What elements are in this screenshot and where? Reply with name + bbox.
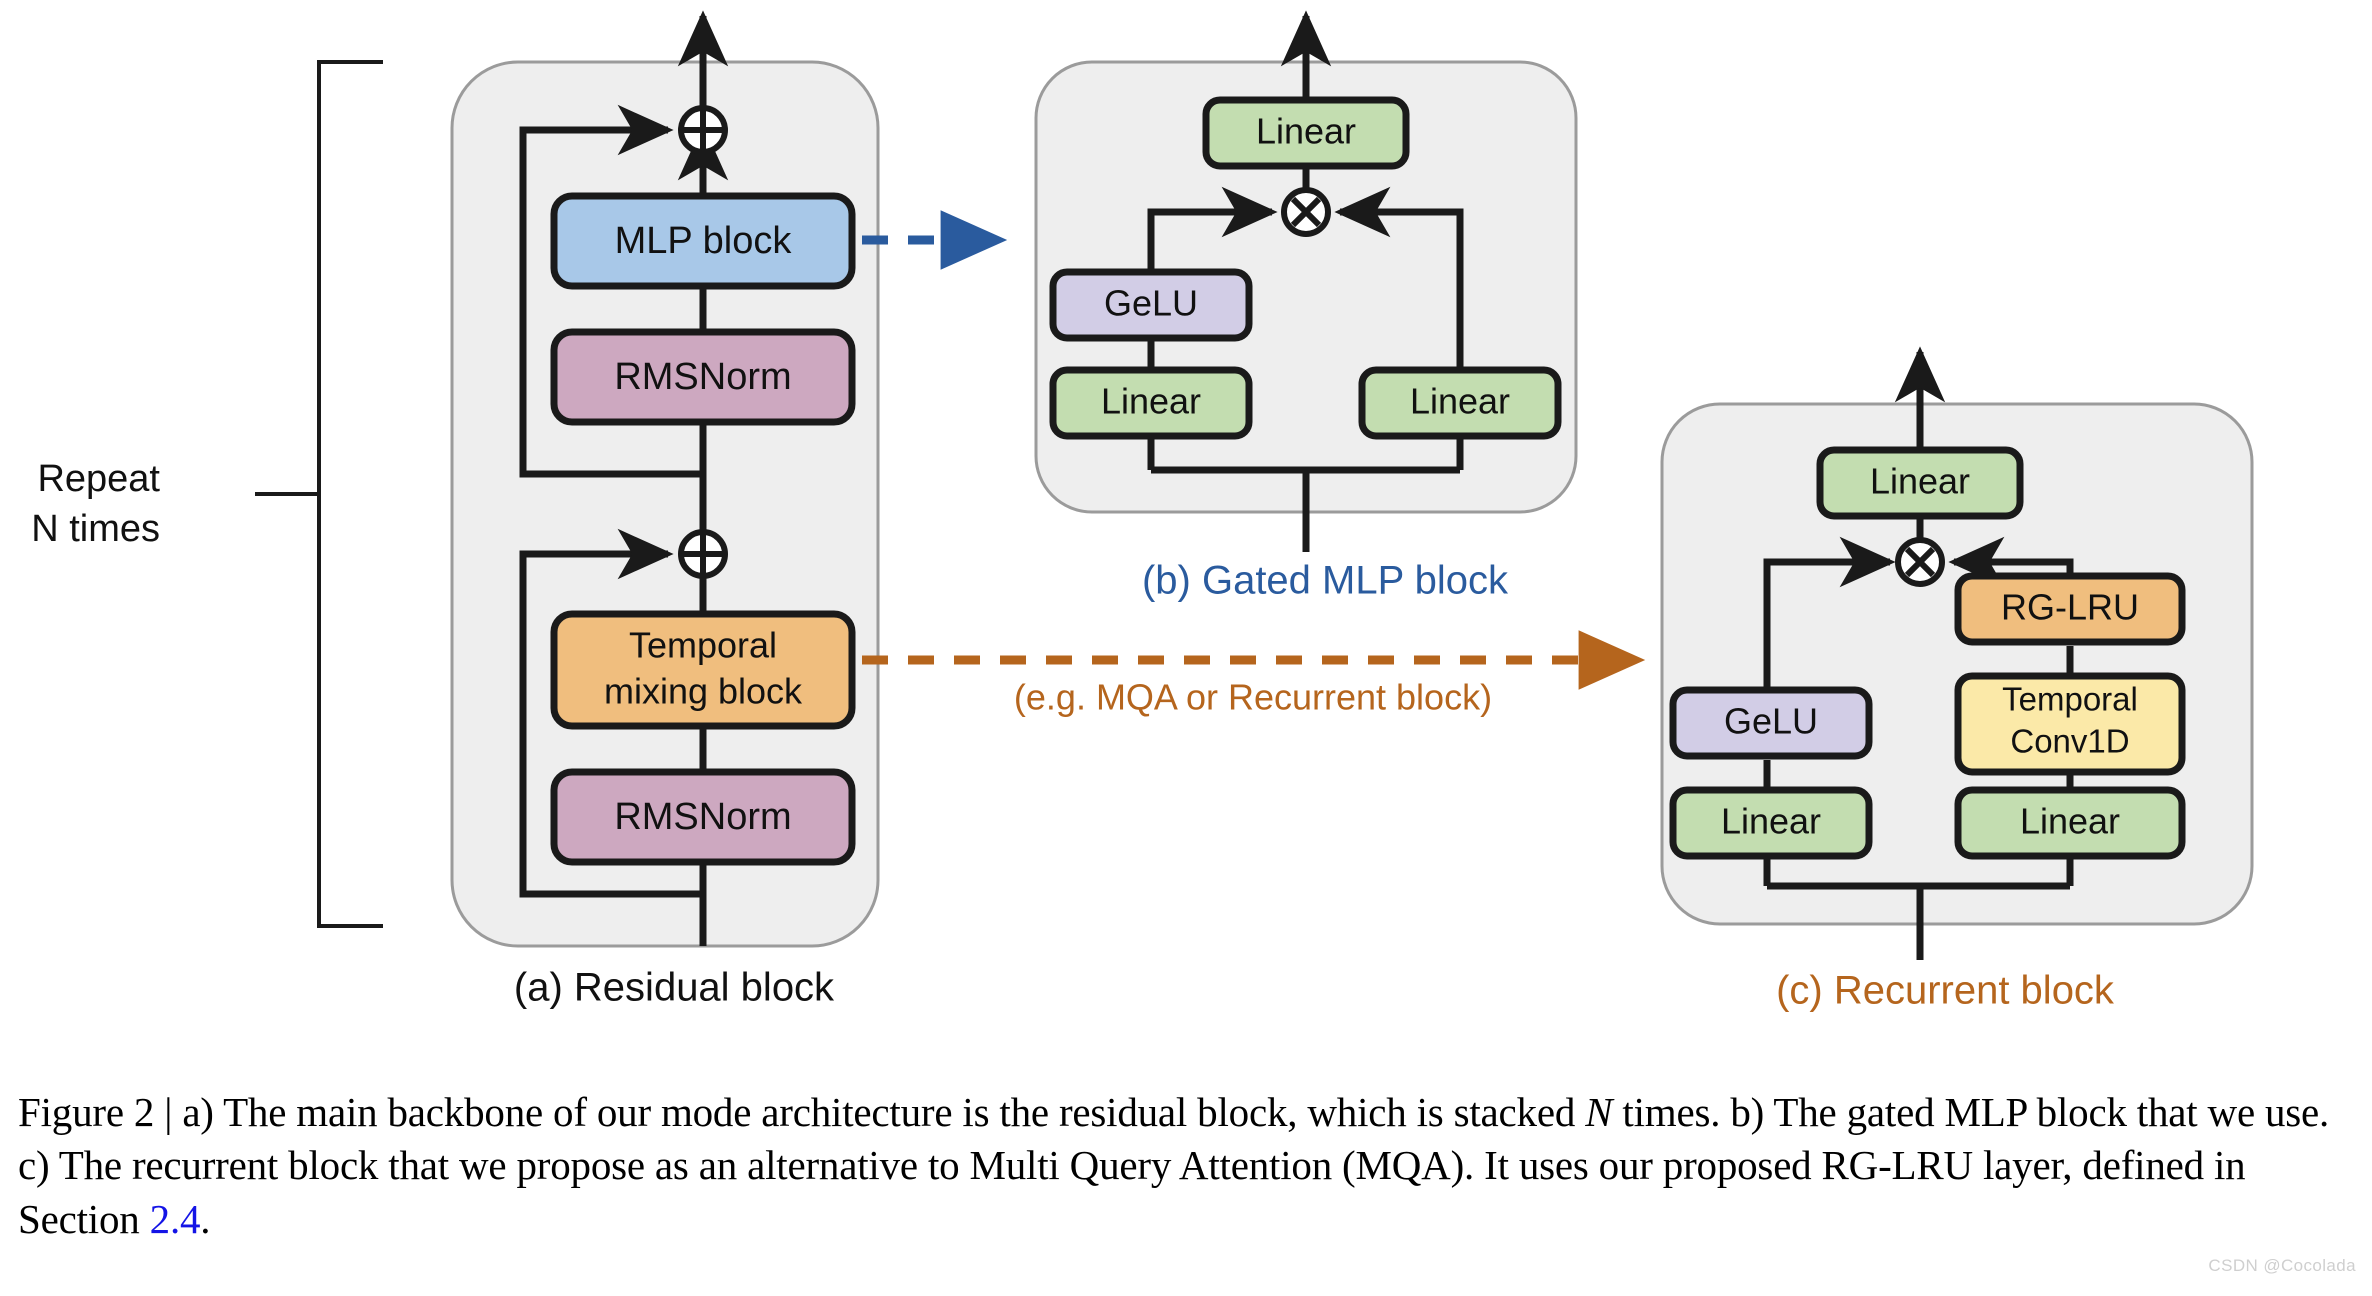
panel-b-caption: (b) Gated MLP block bbox=[1142, 559, 1509, 603]
rmsnorm-top-block[interactable]: RMSNorm bbox=[550, 328, 856, 426]
temporal-mixing-block-label-line1: Temporal bbox=[629, 625, 777, 666]
figure-caption-line3: to Multi Query Attention (MQA). It uses … bbox=[18, 1142, 2246, 1242]
panel-c-rg-lru[interactable]: RG-LRU bbox=[1954, 572, 2186, 646]
panel-b-linear-out[interactable]: Linear bbox=[1202, 96, 1410, 170]
panel-b-linear-left-label: Linear bbox=[1101, 381, 1201, 422]
rmsnorm-bottom-label: RMSNorm bbox=[614, 796, 791, 838]
panel-c-gelu[interactable]: GeLU bbox=[1669, 686, 1873, 760]
panel-c-multiply-operator bbox=[1895, 537, 1945, 587]
panel-c-linear-left[interactable]: Linear bbox=[1669, 786, 1873, 860]
repeat-label-line2: N times bbox=[31, 508, 160, 550]
panel-b-gated-mlp-block: Linear GeLU Linear Linear (b) Gated MLP … bbox=[1034, 10, 1578, 603]
temporal-mixing-block[interactable]: Temporal mixing block bbox=[550, 610, 856, 730]
panel-b-linear-out-label: Linear bbox=[1256, 111, 1356, 152]
rmsnorm-bottom-block[interactable]: RMSNorm bbox=[550, 768, 856, 866]
panel-b-right-to-multiply bbox=[1334, 186, 1464, 376]
repeat-label-line1: Repeat bbox=[37, 458, 160, 500]
panel-b-linear-left[interactable]: Linear bbox=[1049, 366, 1253, 440]
mlp-block[interactable]: MLP block bbox=[550, 192, 856, 290]
panel-a-top-skip-path bbox=[519, 104, 703, 478]
panel-c-left-to-multiply bbox=[1763, 536, 1896, 694]
panel-b-left-to-multiply bbox=[1147, 186, 1278, 278]
repeat-bracket bbox=[317, 60, 383, 928]
panel-a-add-bottom bbox=[678, 529, 728, 579]
panel-c-temporal-conv1d[interactable]: Temporal Conv1D bbox=[1954, 672, 2186, 776]
panel-b-gelu[interactable]: GeLU bbox=[1049, 268, 1253, 342]
panel-c-gelu-label: GeLU bbox=[1724, 701, 1818, 742]
panel-a-residual-block: MLP block RMSNorm Temporal mixing block … bbox=[31, 10, 880, 1010]
figure-caption-italic-n: N bbox=[1585, 1089, 1613, 1135]
mlp-block-label: MLP block bbox=[615, 220, 793, 262]
rmsnorm-top-label: RMSNorm bbox=[614, 356, 791, 398]
panel-c-recurrent-block: Linear RG-LRU Temporal Conv1D GeLU L bbox=[1660, 346, 2254, 1013]
panel-c-rg-lru-label: RG-LRU bbox=[2001, 587, 2139, 628]
panel-c-linear-out[interactable]: Linear bbox=[1816, 446, 2024, 520]
panel-c-linear-right[interactable]: Linear bbox=[1954, 786, 2186, 860]
panel-a-bottom-skip-path bbox=[519, 528, 703, 898]
watermark: CSDN @Cocolada bbox=[2208, 1256, 2356, 1275]
panel-b-gelu-label: GeLU bbox=[1104, 283, 1198, 324]
panel-c-caption: (c) Recurrent block bbox=[1776, 969, 2115, 1013]
panel-c-linear-left-label: Linear bbox=[1721, 801, 1821, 842]
panel-b-linear-right[interactable]: Linear bbox=[1358, 366, 1562, 440]
panel-c-linear-right-label: Linear bbox=[2020, 801, 2120, 842]
panel-c-linear-out-label: Linear bbox=[1870, 461, 1970, 502]
panel-a-caption: (a) Residual block bbox=[514, 966, 835, 1010]
section-reference-link[interactable]: 2.4 bbox=[149, 1195, 201, 1242]
figure-caption-period: . bbox=[200, 1195, 211, 1242]
panel-c-temporal-conv1d-label-line1: Temporal bbox=[2002, 681, 2138, 718]
panel-c-temporal-conv1d-label-line2: Conv1D bbox=[2010, 723, 2129, 760]
figure-caption-prefix: Figure 2 | bbox=[18, 1089, 183, 1135]
panel-a-add-top bbox=[678, 105, 728, 155]
panel-b-linear-right-label: Linear bbox=[1410, 381, 1510, 422]
panel-b-multiply-operator bbox=[1281, 187, 1331, 237]
figure-caption-line1: a) The main backbone of our mode archite… bbox=[182, 1089, 1586, 1135]
temporal-to-recurrent-annotation: (e.g. MQA or Recurrent block) bbox=[862, 630, 1646, 718]
temporal-arrow-note: (e.g. MQA or Recurrent block) bbox=[1014, 677, 1492, 718]
figure-caption-line2: times. b) The gated MLP block that we us… bbox=[18, 1089, 2330, 1189]
temporal-mixing-block-label-line2: mixing block bbox=[604, 671, 803, 712]
figure-caption: Figure 2 | a) The main backbone of our m… bbox=[18, 1086, 2348, 1246]
